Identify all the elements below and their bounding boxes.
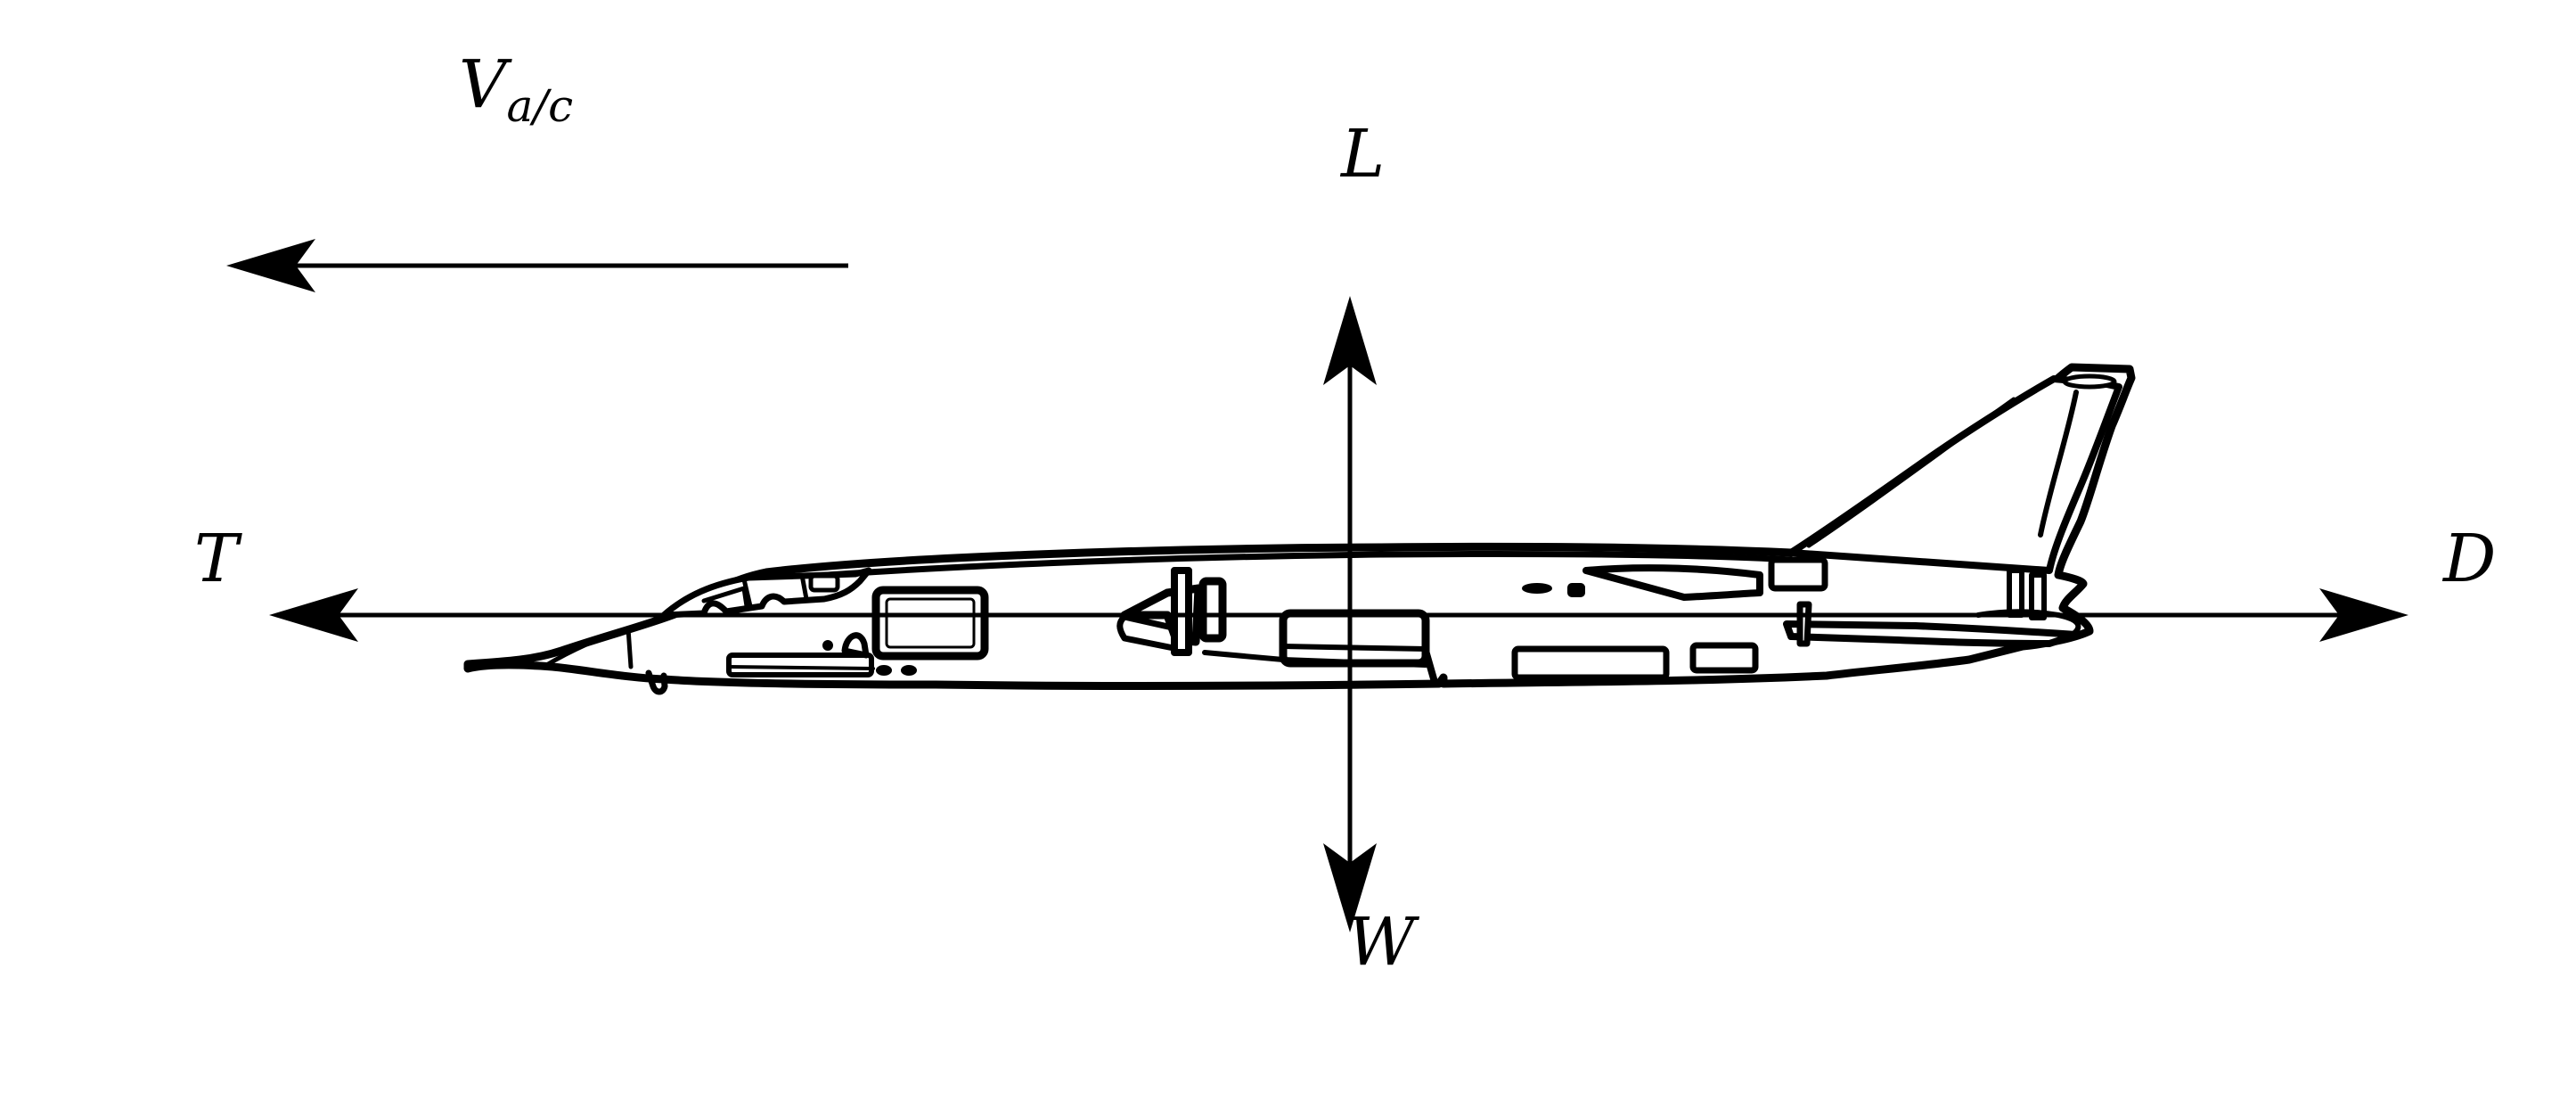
vertical-fin bbox=[1787, 375, 2122, 574]
gun-port bbox=[841, 632, 870, 659]
rivet-1 bbox=[822, 640, 833, 651]
gear-strut-aft bbox=[1198, 577, 1227, 643]
wing-fairing bbox=[1116, 613, 1182, 653]
exhaust-1 bbox=[2007, 568, 2024, 618]
drag-label: D bbox=[2441, 521, 2496, 597]
lower-panel-line bbox=[727, 665, 875, 670]
thrust-label: T bbox=[194, 521, 242, 597]
nose-panel-line bbox=[541, 626, 634, 669]
velocity-subscript: a/c bbox=[506, 80, 573, 132]
fin-leading-edge-2 bbox=[1806, 397, 2016, 548]
nose-gear bbox=[645, 669, 668, 695]
weight-label: W bbox=[1347, 904, 1420, 981]
lower-panel-aft-2 bbox=[1689, 642, 1759, 674]
vent-2 bbox=[1567, 583, 1585, 597]
velocity-label: Va/c bbox=[459, 46, 573, 132]
rivet-2 bbox=[876, 665, 892, 676]
horizontal-stabilizer bbox=[1783, 620, 2080, 647]
windscreen bbox=[701, 586, 749, 609]
vent-1 bbox=[1522, 583, 1552, 594]
lower-panel-aft-1 bbox=[1511, 645, 1670, 681]
gear-door-sill bbox=[1280, 644, 1428, 652]
aft-panel bbox=[1768, 556, 1828, 592]
ventral-line bbox=[1202, 650, 1428, 668]
gear-door bbox=[1279, 609, 1430, 668]
canopy-window bbox=[808, 573, 840, 593]
lift-label: L bbox=[1339, 116, 1385, 193]
exhaust-2 bbox=[2029, 572, 2047, 620]
rivet-3 bbox=[901, 665, 917, 676]
lower-panel-fwd bbox=[726, 653, 874, 677]
intake-panel bbox=[871, 586, 989, 661]
stab-pivot bbox=[1796, 601, 1812, 647]
canopy-frame-1 bbox=[741, 577, 753, 609]
canopy-frame-2 bbox=[799, 572, 809, 602]
main-gear-leg bbox=[1422, 647, 1438, 685]
intake-inner bbox=[885, 597, 976, 649]
gear-strut-fwd bbox=[1171, 567, 1192, 656]
aircraft-drawing bbox=[463, 363, 2136, 695]
dorsal-spine bbox=[763, 550, 1795, 583]
fin-tip-light bbox=[2062, 374, 2117, 390]
fin-trailing-edge bbox=[2038, 390, 2079, 538]
dorsal-rear-panel bbox=[1582, 564, 1763, 601]
